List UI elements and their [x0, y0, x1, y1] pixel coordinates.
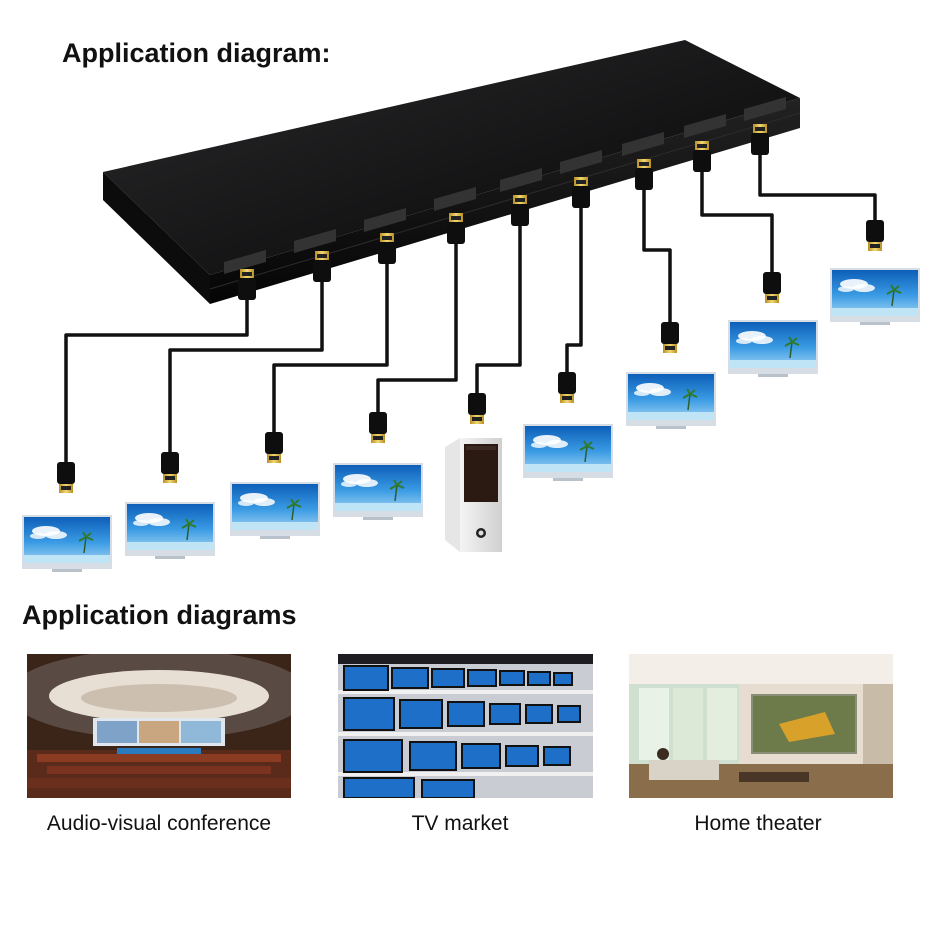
- hdmi-cables: [64, 155, 877, 462]
- hdmi-splitter-diagram: [21, 40, 921, 573]
- home-theater-photo: [629, 654, 893, 798]
- port-row: [224, 97, 786, 274]
- conference-caption: Audio-visual conference: [46, 812, 272, 835]
- tv-market-photo: [338, 654, 593, 798]
- diagram-heading: Application diagram:: [62, 38, 331, 68]
- conference-room-photo: [27, 654, 291, 798]
- home-theater-caption: Home theater: [694, 812, 822, 835]
- computer-tower-icon: [445, 438, 502, 552]
- tv-market-caption: TV market: [411, 812, 509, 835]
- scenarios-heading: Application diagrams: [22, 600, 297, 630]
- hdmi-splitter-device: [103, 40, 801, 304]
